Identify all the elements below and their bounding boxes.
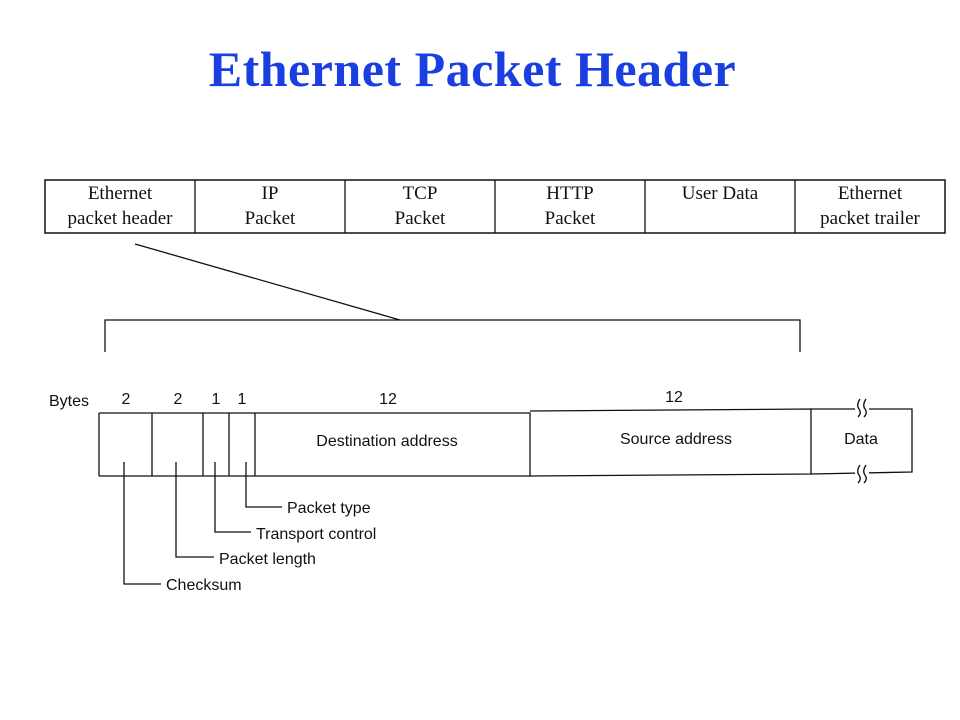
callout-transport-control: Transport control [256,526,376,543]
field-frame-left [99,412,531,477]
bytes-label: Bytes [49,393,89,410]
field-data: Data [844,431,878,448]
break-mark-bottom [855,463,869,485]
byte-size-source: 12 [665,389,683,406]
top-cell-ethernet-trailer-line2: packet trailer [820,208,920,229]
field-destination-address: Destination address [316,433,457,450]
top-cell-http-line2: Packet [545,208,596,229]
zoom-bracket [104,319,801,352]
page-title: Ethernet Packet Header [208,41,737,97]
top-cell-ethernet-header-line1: Ethernet [88,183,153,204]
leader-checksum [123,462,161,585]
top-packet-row: Ethernet packet header IP Packet TCP Pac… [44,179,946,234]
leader-packet-length [175,462,214,558]
top-cell-ethernet-trailer-line1: Ethernet [838,183,903,204]
byte-size-transport-control: 1 [212,391,221,408]
field-frame-source [529,408,812,477]
break-mark-top [855,398,869,418]
byte-size-packet-length: 2 [174,391,183,408]
callout-packet-length: Packet length [219,551,316,568]
top-cell-user-data-line1: User Data [682,183,759,204]
byte-size-checksum: 2 [122,391,131,408]
callout-checksum: Checksum [166,577,242,594]
top-cell-ethernet-header-line2: packet header [68,208,174,229]
header-field-row: Destination address Source address Data [98,398,913,485]
top-cell-tcp-line1: TCP [403,183,438,204]
top-cell-ip-line2: Packet [245,208,296,229]
top-cell-tcp-line2: Packet [395,208,446,229]
leader-packet-type [245,462,282,508]
callout-packet-type: Packet type [287,500,371,517]
byte-size-packet-type: 1 [238,391,247,408]
top-cell-ip-line1: IP [262,183,279,204]
field-source-address: Source address [620,431,732,448]
leader-transport-control [214,462,251,533]
zoom-connector-line [134,243,401,321]
byte-size-destination: 12 [379,391,397,408]
top-cell-http-line1: HTTP [546,183,594,204]
